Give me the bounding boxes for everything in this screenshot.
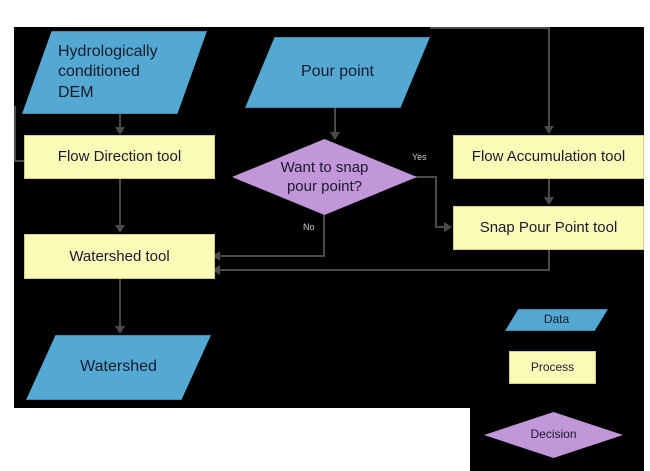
arrowhead-no-to-watershedtool xyxy=(212,251,220,261)
node-snap-pour-point-tool[interactable]: Snap Pour Point tool xyxy=(453,206,644,250)
connector-top-rail-vertical xyxy=(548,27,550,127)
connector-pourpoint-to-decision xyxy=(334,108,336,133)
node-label: Hydrologically conditioned DEM xyxy=(58,42,158,101)
connector-top-rail-horizontal xyxy=(430,27,550,29)
process-rectangle-shape xyxy=(509,351,596,384)
legend-item-decision: Decision xyxy=(484,412,623,458)
connector-snap-to-watershedtool-horizontal xyxy=(218,269,550,271)
node-label: Watershed tool xyxy=(69,247,170,265)
connector-snap-to-watershedtool-vertical xyxy=(548,250,550,271)
process-rectangle-shape xyxy=(24,234,215,279)
connector-left-rail-vertical xyxy=(14,106,16,162)
connector-flowdirection-to-watershedtool xyxy=(119,179,121,225)
data-parallelogram-shape xyxy=(245,37,430,108)
node-label: Pour point xyxy=(301,63,374,81)
node-flow-accumulation-tool[interactable]: Flow Accumulation tool xyxy=(453,135,644,179)
legend-label-process: Process xyxy=(530,359,575,374)
arrowhead-flowdirection-to-watershedtool xyxy=(115,225,125,233)
process-rectangle-shape xyxy=(24,135,215,179)
connector-watershedtool-to-watershed xyxy=(119,279,121,327)
node-watershed[interactable]: Watershed xyxy=(26,335,211,400)
arrowhead-dem-to-flowdirection xyxy=(115,127,125,135)
connector-yes-horizontal xyxy=(415,176,437,178)
edge-label-yes: Yes xyxy=(412,152,427,162)
data-parallelogram-shape xyxy=(26,335,211,400)
node-label: Snap Pour Point tool xyxy=(479,219,618,237)
data-parallelogram-shape xyxy=(22,31,207,114)
node-label: Flow Accumulation tool xyxy=(471,148,626,166)
arrowhead-to-flowaccumulation xyxy=(544,126,554,134)
node-label: Watershed xyxy=(80,358,157,376)
arrowhead-flowaccumulation-to-snap xyxy=(544,197,554,205)
connector-no-horizontal xyxy=(218,255,325,257)
process-rectangle-shape xyxy=(453,206,644,250)
connector-yes-into-snap xyxy=(435,226,445,228)
node-pour-point[interactable]: Pour point xyxy=(245,37,430,108)
node-hydrologically-conditioned-dem[interactable]: Hydrologically conditioned DEM xyxy=(22,31,207,114)
node-decision-want-to-snap-pour-point[interactable]: Want to snap pour point? xyxy=(232,139,417,215)
connector-left-rail-horizontal xyxy=(14,160,26,162)
arrowhead-watershedtool-to-watershed xyxy=(115,326,125,334)
legend-item-data: Data xyxy=(505,309,608,331)
legend-label-data: Data xyxy=(543,312,570,327)
connector-dem-to-flowdirection xyxy=(119,114,121,128)
arrowhead-pourpoint-to-decision xyxy=(330,132,340,140)
connector-flowaccumulation-to-snap xyxy=(548,179,550,198)
process-rectangle-shape xyxy=(453,135,644,179)
node-label: Want to snap pour point? xyxy=(280,158,369,195)
arrowhead-snap-to-watershedtool xyxy=(212,265,220,275)
arrowhead-yes-to-snap xyxy=(444,222,452,232)
node-flow-direction-tool[interactable]: Flow Direction tool xyxy=(24,135,215,179)
legend-item-process: Process xyxy=(509,351,596,384)
node-watershed-tool[interactable]: Watershed tool xyxy=(24,234,215,279)
connector-no-vertical xyxy=(323,213,325,256)
legend-label-decision: Decision xyxy=(530,427,577,442)
node-label: Flow Direction tool xyxy=(57,148,182,166)
edge-label-no: No xyxy=(303,222,315,232)
connector-yes-vertical xyxy=(435,176,437,227)
